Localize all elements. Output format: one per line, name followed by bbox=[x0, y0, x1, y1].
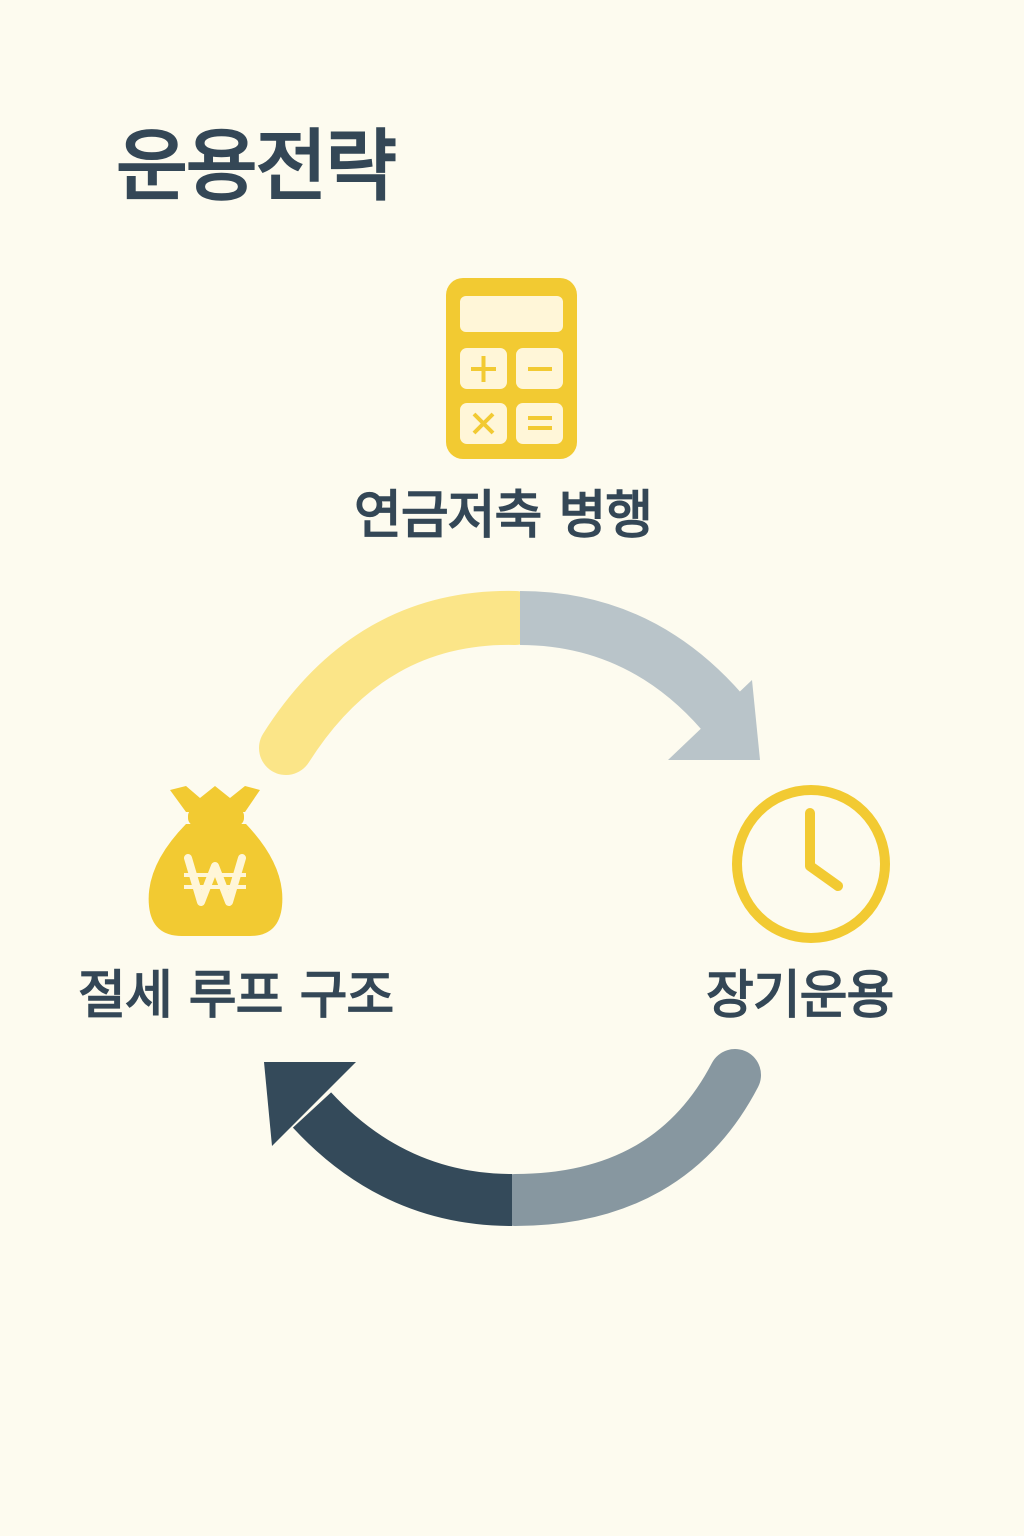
node-label-long-term: 장기운용 bbox=[706, 966, 894, 1026]
arrowhead-left bbox=[264, 1062, 356, 1146]
page-title: 운용전략 bbox=[116, 122, 397, 212]
cycle-arrow-bottom bbox=[264, 1049, 761, 1226]
node-label-tax-loop: 절세 루프 구조 bbox=[78, 966, 394, 1026]
arc-top-gray-segment bbox=[519, 591, 743, 731]
calculator-icon bbox=[446, 278, 577, 459]
node-label-pension-savings: 연금저축 병행 bbox=[354, 486, 653, 546]
clock-icon bbox=[732, 785, 890, 943]
arrowhead-right bbox=[668, 680, 760, 760]
arc-bottom-dark-segment bbox=[292, 1092, 513, 1226]
arc-top-yellow-segment bbox=[259, 590, 542, 775]
cycle-arrow-top bbox=[259, 590, 760, 775]
arc-bottom-gray-segment bbox=[489, 1049, 761, 1226]
money-bag-won-icon bbox=[148, 786, 283, 936]
